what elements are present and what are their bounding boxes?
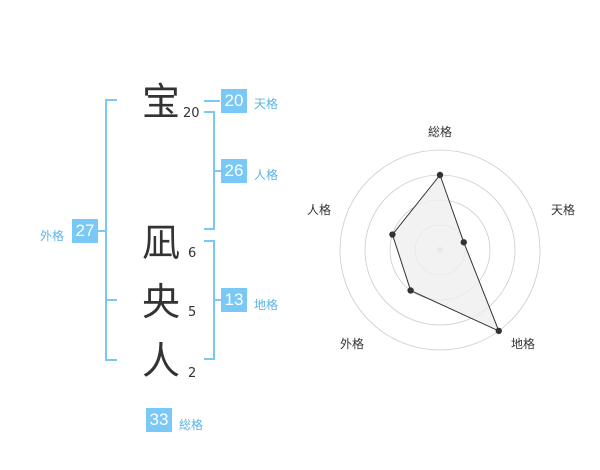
radar-point-4 xyxy=(407,287,414,294)
gaikaku-bracket-connector xyxy=(97,230,105,232)
gaikaku-label: 外格 xyxy=(40,229,65,243)
radar-axis-label-soukaku: 総格 xyxy=(428,125,453,139)
name-char-2-strokes: 6 xyxy=(188,246,197,261)
jinkaku-value: 26 xyxy=(221,159,247,183)
jinkaku-bracket-top xyxy=(204,111,215,113)
soukaku-value: 33 xyxy=(146,408,172,432)
radar-grid-ring xyxy=(339,149,541,351)
name-char-1-strokes: 20 xyxy=(183,106,200,121)
jinkaku-label: 人格 xyxy=(254,168,279,182)
radar-point-3 xyxy=(495,327,502,335)
radar-point-1 xyxy=(436,171,444,179)
name-char-2: 凪 xyxy=(142,221,181,265)
radar-series-polygon xyxy=(391,173,500,332)
chikaku-label: 地格 xyxy=(254,298,279,312)
gaikaku-bracket-mid xyxy=(105,299,117,301)
jinkaku-connector xyxy=(213,170,221,172)
chikaku-value: 13 xyxy=(221,288,247,312)
name-char-3-strokes: 5 xyxy=(188,305,197,320)
gaikaku-bracket-top xyxy=(105,99,117,101)
tenkaku-connector xyxy=(204,100,220,102)
name-char-3: 央 xyxy=(142,280,181,324)
radar-axis-label-chikaku: 地格 xyxy=(511,337,536,351)
radar-point-5 xyxy=(389,231,396,238)
chikaku-connector xyxy=(213,299,221,301)
radar-point-2 xyxy=(460,239,467,246)
radar-axis-label-tenkaku: 天格 xyxy=(551,203,576,217)
gaikaku-bracket xyxy=(105,99,107,361)
jinkaku-bracket-bottom xyxy=(204,228,215,230)
gaikaku-bracket-bottom xyxy=(105,359,117,361)
chikaku-bracket-top xyxy=(204,240,215,242)
name-char-1: 宝 xyxy=(142,80,181,124)
tenkaku-value: 20 xyxy=(221,89,247,113)
name-char-4: 人 xyxy=(142,339,181,383)
tenkaku-label: 天格 xyxy=(254,97,279,111)
name-char-4-strokes: 2 xyxy=(188,366,197,381)
gaikaku-value: 27 xyxy=(72,219,98,243)
radar-axis-label-jinkaku: 人格 xyxy=(307,203,332,217)
chikaku-bracket-bottom xyxy=(204,358,215,360)
soukaku-label: 総格 xyxy=(179,418,204,432)
radar-axis-label-gaikaku: 外格 xyxy=(340,337,365,351)
